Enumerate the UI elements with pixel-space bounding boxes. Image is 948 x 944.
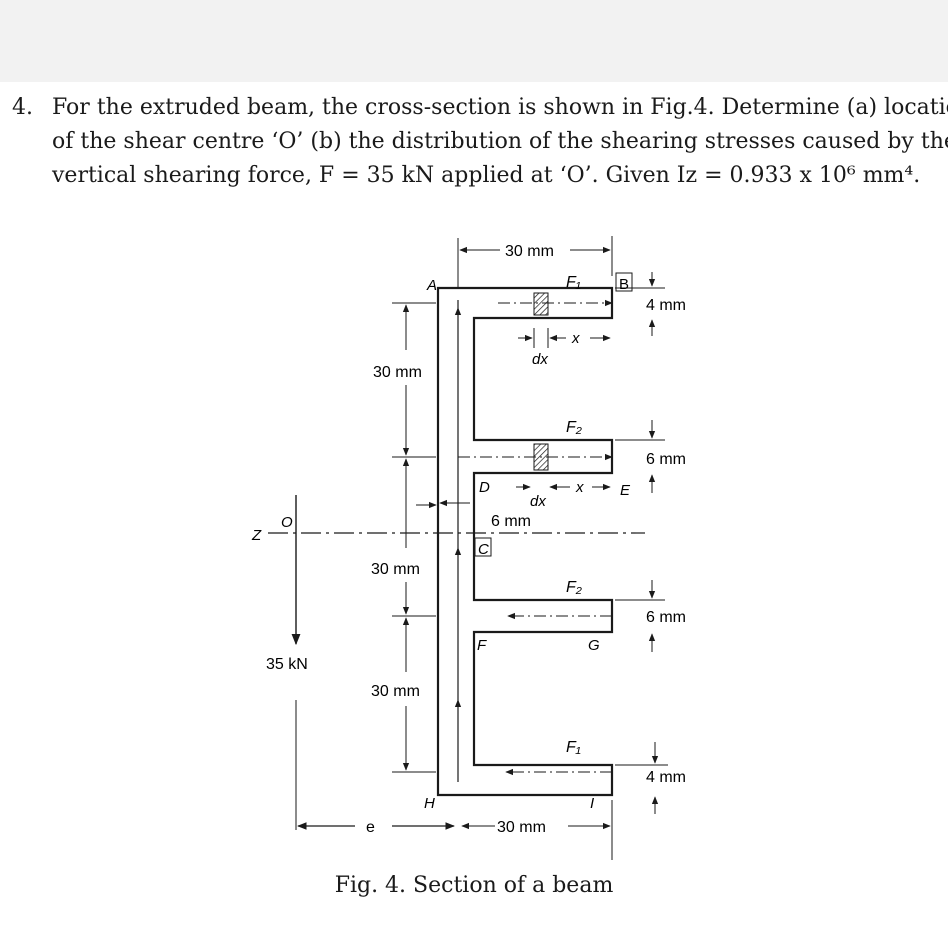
point-o-label: O <box>281 514 293 531</box>
dx-lower-label: dx <box>530 493 546 510</box>
problem-line-1: For the extruded beam, the cross-section… <box>52 95 948 120</box>
x-lower-label: x <box>575 479 584 496</box>
top-margin-band <box>0 0 948 82</box>
dim-web: 6 mm <box>491 513 531 530</box>
point-e-label: E <box>620 482 631 499</box>
point-b-label: B <box>619 276 629 293</box>
point-h-label: H <box>424 795 435 812</box>
dim-top-width: 30 mm <box>505 243 554 260</box>
point-c-box <box>474 537 492 557</box>
point-c-label: C <box>478 541 489 558</box>
dim-top-flange: 4 mm <box>646 297 686 314</box>
force-f1-top-label: F₁ <box>566 274 581 291</box>
hatched-element-mid <box>533 443 549 471</box>
point-f-label: F <box>477 637 487 654</box>
force-f2-lower-label: F₂ <box>566 579 582 596</box>
x-upper-label: x <box>571 330 580 347</box>
point-a-label: A <box>426 277 437 294</box>
axis-z-label: Z <box>251 527 262 544</box>
point-i-label: I <box>590 795 594 812</box>
problem-line-2: of the shear centre ‘O’ (b) the distribu… <box>52 129 948 154</box>
force-f2-upper-label: F₂ <box>566 419 582 436</box>
load-label: 35 kN <box>266 656 308 673</box>
dim-web-upper: 30 mm <box>373 364 422 381</box>
problem-text: For the extruded beam, the cross-section… <box>52 91 948 193</box>
point-g-label: G <box>588 637 600 654</box>
dim-web-middle: 30 mm <box>371 561 420 578</box>
figure-caption: Fig. 4. Section of a beam <box>334 873 614 898</box>
problem-line-3: vertical shearing force, F = 35 kN appli… <box>52 163 921 188</box>
point-d-label: D <box>479 479 490 496</box>
offset-e-label: e <box>366 819 375 836</box>
dim-upper-mid-flange: 6 mm <box>646 451 686 468</box>
force-f1-bottom-label: F₁ <box>566 739 581 756</box>
dim-bottom-width: 30 mm <box>497 819 546 836</box>
dim-web-lower: 30 mm <box>371 683 420 700</box>
hatched-element-top <box>533 292 549 316</box>
problem-number: 4. <box>12 95 33 120</box>
dx-upper-label: dx <box>532 351 548 368</box>
dim-lower-mid-flange: 6 mm <box>646 609 686 626</box>
dim-bottom-flange: 4 mm <box>646 769 686 786</box>
point-b-box <box>615 272 633 292</box>
section-outline <box>436 286 614 797</box>
